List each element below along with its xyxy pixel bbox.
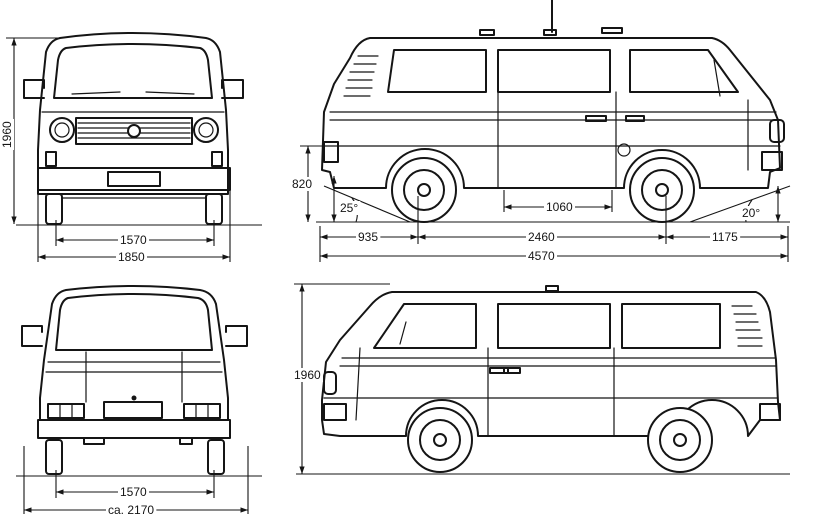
approach-angle-label: 25° xyxy=(340,201,358,215)
front-left-headlight xyxy=(49,117,75,143)
side2-window-front xyxy=(373,303,477,349)
side1-window-front xyxy=(629,49,739,93)
front-width-label: 1850 xyxy=(118,250,145,264)
rear-track-dimension: 1570 xyxy=(55,470,215,499)
label-backdrop xyxy=(526,249,558,263)
side2-front-wheel xyxy=(407,407,473,473)
rear-right-wheel xyxy=(207,439,225,475)
departure-angle-label: 20° xyxy=(742,206,760,220)
front-bumper xyxy=(37,167,231,191)
side1-rear-wheel xyxy=(391,157,457,223)
label-backdrop xyxy=(118,485,150,499)
side-view-left xyxy=(296,285,790,475)
front-right-wheel xyxy=(205,193,223,225)
side-height-label: 1960 xyxy=(294,368,321,382)
rear-view xyxy=(16,285,262,477)
front-right-headlight xyxy=(193,117,219,143)
rear-window xyxy=(55,293,213,351)
front-track-dimension: 1570 xyxy=(55,220,215,247)
side-view-right xyxy=(316,0,791,223)
front-height-label: 1960 xyxy=(0,121,14,148)
side2-window-middle xyxy=(497,303,611,349)
front-right-mirror xyxy=(221,79,244,99)
side1-window-rear xyxy=(387,49,487,93)
side1-engine-vents xyxy=(343,55,379,97)
label-backdrop xyxy=(116,250,148,264)
front-grille xyxy=(75,117,193,145)
rear-bumper xyxy=(37,419,231,439)
side2-body-outline xyxy=(321,291,781,437)
side2-window-rear xyxy=(621,303,721,349)
departure-angle-dimension: 20° xyxy=(740,186,781,223)
overall-length-label: 4570 xyxy=(528,249,555,263)
label-backdrop xyxy=(292,368,324,382)
overall-length-dimension: 4570 xyxy=(320,249,788,263)
front-left-wheel xyxy=(45,193,63,225)
rear-left-wheel xyxy=(45,439,63,475)
inner-measure-label: 1060 xyxy=(546,200,573,214)
ground-clearance-label: 820 xyxy=(292,177,312,191)
approach-angle-dimension: 25° xyxy=(331,176,361,223)
label-backdrop xyxy=(0,118,14,150)
rear-track-label: 1570 xyxy=(120,485,147,499)
label-backdrop xyxy=(544,200,576,214)
front-badge-icon xyxy=(127,124,141,138)
label-backdrop xyxy=(356,230,381,244)
side-height-dimension: 1960 xyxy=(292,283,390,474)
front-width-dimension: 1850 xyxy=(37,190,231,264)
label-backdrop xyxy=(526,230,558,244)
rear-overhang-label: 1175 xyxy=(712,230,738,244)
rear-left-mirror xyxy=(21,325,43,347)
front-overhang-label: 935 xyxy=(358,230,378,244)
rear-body-outline xyxy=(39,285,229,421)
side2-engine-vents xyxy=(731,305,763,347)
label-backdrop xyxy=(740,206,763,220)
inner-measure-dimension: 1060 xyxy=(503,190,613,214)
label-backdrop xyxy=(118,233,150,247)
front-height-dimension: 1960 xyxy=(0,37,58,224)
label-backdrop xyxy=(710,230,741,244)
front-windshield xyxy=(53,43,213,99)
side2-rear-wheel xyxy=(647,407,713,473)
front-left-mirror xyxy=(23,79,45,99)
rear-width-dimension: ca. 2170 xyxy=(23,446,249,517)
front-view xyxy=(16,32,262,226)
front-body-outline xyxy=(37,32,229,195)
rear-right-mirror xyxy=(225,325,248,347)
rear-width-label: ca. 2170 xyxy=(108,503,154,517)
side1-window-middle xyxy=(497,49,611,93)
rear-license-plate xyxy=(103,401,163,419)
label-backdrop xyxy=(338,201,361,215)
wheelbase-label: 2460 xyxy=(528,230,555,244)
side1-body-outline xyxy=(321,37,781,189)
rear-right-taillight xyxy=(183,403,221,419)
side1-front-wheel xyxy=(629,157,695,223)
ground-clearance-dimension: 820 xyxy=(290,145,332,222)
front-track-label: 1570 xyxy=(120,233,147,247)
label-backdrop xyxy=(290,177,315,191)
rear-left-taillight xyxy=(47,403,85,419)
length-breakdown-dimension: 935 2460 1175 xyxy=(319,196,789,262)
label-backdrop xyxy=(106,503,157,517)
